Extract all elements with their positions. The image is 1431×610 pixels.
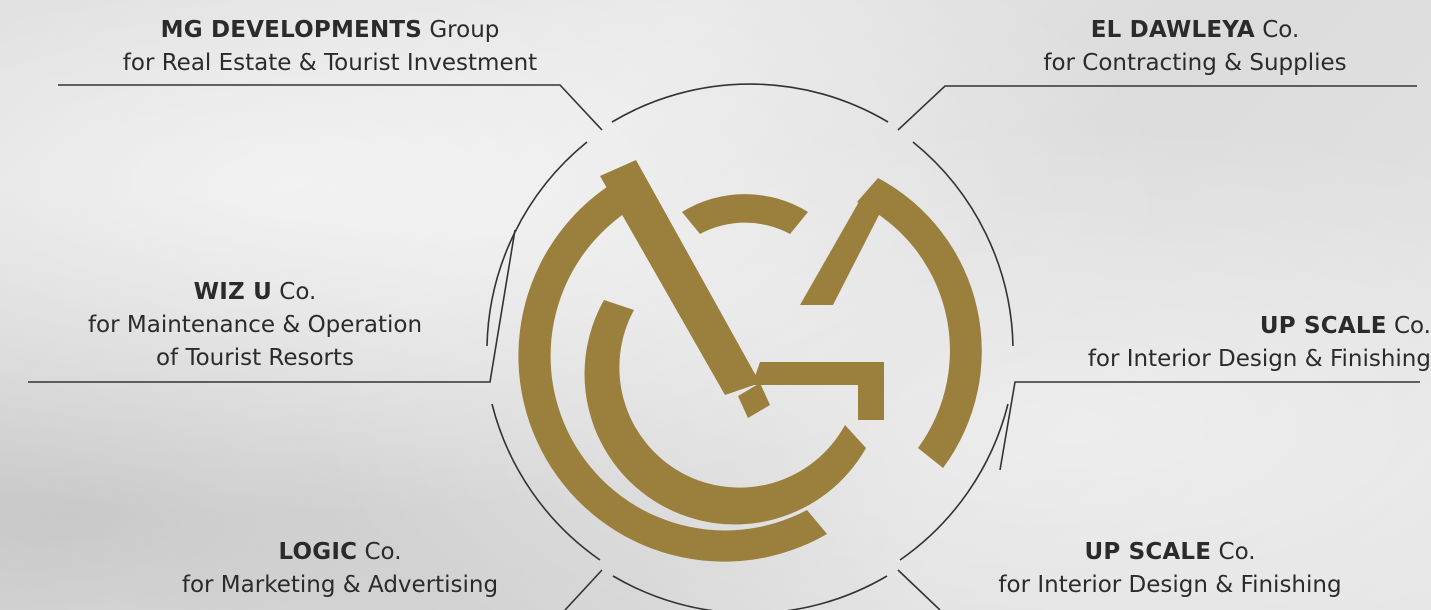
node-up-scale-bottom-desc: for Interior Design & Finishing	[998, 572, 1342, 598]
node-logic-suffix: Co.	[357, 539, 402, 565]
node-mg-developments: MG DEVELOPMENTS Group for Real Estate & …	[100, 14, 560, 80]
node-up-scale-bottom-suffix: Co.	[1211, 539, 1256, 565]
node-logic-desc: for Marketing & Advertising	[181, 572, 499, 598]
connector-up-scale-bottom	[897, 569, 941, 610]
node-wiz-u-suffix: Co.	[271, 279, 317, 305]
logo-top-inner-arc	[682, 194, 808, 234]
connector-logic	[564, 569, 603, 610]
node-mg-developments-desc: for Real Estate & Tourist Investment	[122, 50, 538, 76]
node-el-dawleya-name: EL DAWLEYA	[1090, 17, 1255, 43]
ring-arc-lower-right	[899, 403, 1009, 561]
logo-right-arc	[857, 178, 982, 468]
node-up-scale-mid-suffix: Co.	[1386, 313, 1431, 339]
node-up-scale-mid: UP SCALE Co. for Interior Design & Finis…	[1036, 310, 1431, 376]
logo-g-bar	[752, 362, 880, 385]
mg-monogram-logo	[518, 160, 982, 562]
node-wiz-u-desc-2: of Tourist Resorts	[155, 345, 355, 371]
node-up-scale-mid-desc: for Interior Design & Finishing	[1087, 346, 1431, 372]
logo-outer-arc	[518, 178, 827, 562]
node-wiz-u-name: WIZ U	[193, 279, 272, 305]
node-logic: LOGIC Co. for Marketing & Advertising	[150, 536, 530, 602]
connector-wiz-u	[28, 229, 516, 383]
node-up-scale-mid-name: UP SCALE	[1259, 313, 1387, 339]
node-up-scale-bottom: UP SCALE Co. for Interior Design & Finis…	[970, 536, 1370, 602]
logo-inner-arc	[584, 300, 866, 525]
ring-arc-lower-left	[491, 403, 601, 561]
node-el-dawleya-desc: for Contracting & Supplies	[1043, 50, 1347, 76]
ring-arc-bottom	[612, 575, 888, 610]
node-logic-name: LOGIC	[278, 539, 358, 565]
connector-up-scale-mid	[999, 381, 1420, 471]
node-wiz-u-desc-1: for Maintenance & Operation	[87, 312, 423, 338]
logo-lower-stroke	[738, 383, 770, 418]
node-el-dawleya-suffix: Co.	[1254, 17, 1300, 43]
node-up-scale-bottom-name: UP SCALE	[1084, 539, 1212, 565]
node-el-dawleya: EL DAWLEYA Co. for Contracting & Supplie…	[1010, 14, 1380, 80]
connector-el-dawleya	[897, 85, 1417, 131]
logo-m-right-stroke	[800, 200, 880, 305]
node-mg-developments-name: MG DEVELOPMENTS	[160, 17, 423, 43]
node-wiz-u: WIZ U Co. for Maintenance & Operation of…	[60, 276, 450, 375]
connector-mg-developments	[58, 84, 603, 131]
connector-lines	[28, 83, 1420, 610]
node-mg-developments-suffix: Group	[422, 17, 500, 43]
ring-arc-top	[611, 83, 889, 123]
ring-arc-right	[912, 141, 1014, 347]
ring-arc-left	[486, 141, 588, 347]
logo-g-vertical	[858, 362, 884, 420]
logo-m-left-stroke	[600, 160, 760, 395]
